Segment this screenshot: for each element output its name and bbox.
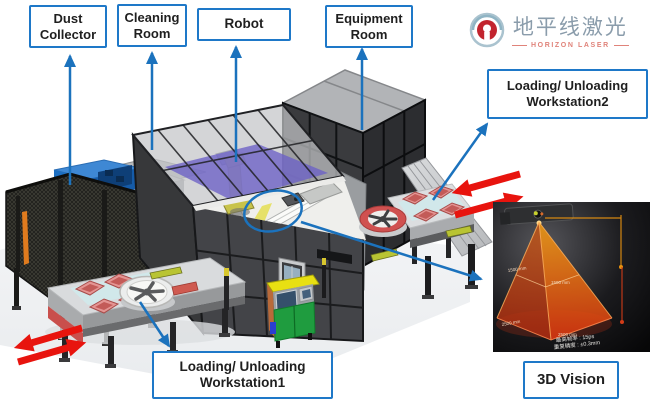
enclosure-vent [317, 249, 352, 264]
laser-head-highlight-ellipse [243, 189, 303, 233]
vision-camera [499, 203, 574, 225]
pallets-right [401, 185, 466, 222]
label-text: Room [133, 25, 171, 41]
conveyor-red-band [48, 306, 83, 345]
logo-name-cn: 地平线激光 [512, 16, 628, 39]
vision-inset-image: 1500 mm 1500 mm 2500 mm 2500 mm 最高帧率 : 1… [493, 202, 650, 352]
logo-dash [613, 45, 629, 46]
label-text: 3D Vision [536, 370, 606, 388]
label-equipment-room: Equipment Room [325, 5, 413, 48]
dim-label: 2500 mm [501, 319, 521, 327]
loading-conveyor-left [45, 257, 247, 368]
label-text: Workstation2 [526, 94, 609, 109]
loading-conveyor-right [359, 157, 493, 299]
label-text: Cleaning [124, 9, 180, 25]
rotary-table-right [359, 205, 407, 237]
vision-pyramid [496, 221, 613, 341]
label-workstation1: Loading/ Unloading Workstation1 [152, 351, 333, 399]
label-text: Equipment [335, 10, 403, 26]
rotary-table-left [119, 275, 175, 311]
roof-front-edge [193, 176, 346, 211]
callout-3d-vision [300, 220, 483, 282]
label-text: Loading/ Unloading [179, 358, 306, 374]
label-cleaning-room: Cleaning Room [117, 4, 187, 47]
label-robot: Robot [197, 8, 291, 41]
vision-measure-lines [545, 215, 624, 324]
label-text: Room [350, 26, 388, 42]
logo-icon [469, 12, 505, 48]
logo-name-en: HORIZON LASER [512, 42, 629, 49]
vision-dim-labels: 1500 mm 1500 mm 2500 mm 2500 mm [501, 265, 577, 337]
label-3d-vision: 3D Vision [523, 361, 619, 399]
label-text: Workstation1 [199, 375, 286, 390]
dim-label: 2500 mm [558, 332, 577, 337]
control-cabinet [266, 258, 326, 348]
label-text: Dust [53, 10, 83, 26]
callout-workstation2 [431, 122, 489, 201]
callout-arrows [64, 45, 489, 348]
glass-roof [131, 103, 346, 211]
dim-label: 1500 mm [551, 280, 570, 285]
label-text: Loading/ Unloading [506, 78, 629, 94]
label-text: Robot [224, 16, 264, 32]
logo-text: 地平线激光 HORIZON LASER [512, 11, 629, 49]
callout-workstation1 [138, 301, 171, 348]
fence-orange-strip [22, 211, 29, 265]
label-workstation2: Loading/ Unloading Workstation2 [487, 69, 648, 119]
label-dust-collector: Dust Collector [29, 5, 107, 48]
horizon-laser-logo: 地平线激光 HORIZON LASER [468, 7, 648, 53]
logo-en-text: HORIZON LASER [531, 42, 610, 49]
dim-label: 1500 mm [507, 265, 527, 273]
label-text: Collector [39, 26, 97, 42]
logo-dash [512, 45, 527, 46]
